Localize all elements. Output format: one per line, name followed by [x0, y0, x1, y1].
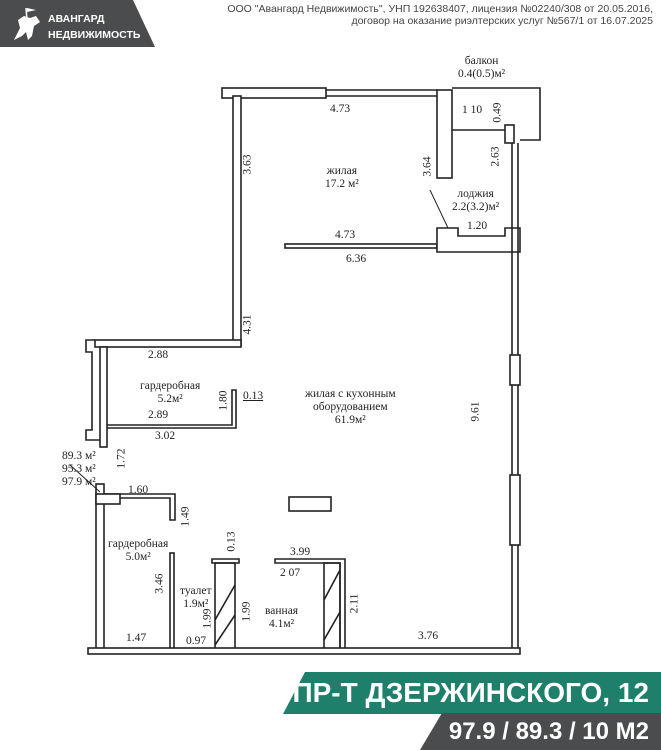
address-banner: ПР-Т ДЗЕРЖИНСКОГО, 12 [283, 672, 661, 714]
total-area: 95.3 м² [62, 463, 96, 475]
room-name: гардеробная [108, 538, 169, 550]
room-name: лоджия [457, 188, 494, 200]
lower-left-wall [95, 483, 105, 650]
dimension-label: 2.88 [148, 349, 169, 361]
dimension-label: 2.11 [348, 593, 361, 614]
room-name: оборудованием [312, 401, 388, 413]
dimension-label: 4.73 [330, 103, 351, 115]
dimension-label: 3.76 [418, 630, 439, 642]
loggia-leader-line [429, 189, 449, 229]
room-name: туалет [180, 585, 212, 597]
dimension-label: 2 07 [280, 567, 301, 579]
room-area: 5.0м² [125, 551, 151, 563]
dimension-label: 1.80 [217, 390, 230, 411]
dimension-label: 1.60 [128, 484, 149, 496]
toilet-cabinet-hatch [214, 584, 236, 646]
stove [288, 496, 332, 512]
room-area: 2.2(3.2)м² [452, 201, 500, 213]
dimension-label: 9.61 [469, 401, 482, 422]
room-area: 4.1м² [268, 618, 295, 630]
brand-line-2: НЕДВИЖИМОСТЬ [48, 29, 141, 41]
dimension-label: 1.49 [179, 506, 192, 527]
dimension-label: 1.99 [240, 601, 253, 622]
dimension-label: 3.46 [153, 573, 166, 594]
dimension-label: 2.63 [489, 146, 502, 167]
legal-info: ООО "Авангард Недвижимость", УНП 1926384… [173, 3, 653, 27]
dimension-label: 1 10 [462, 104, 483, 116]
balcony-post [504, 124, 515, 144]
room-area: 61.9м² [334, 414, 366, 426]
living-room-left-wall [232, 95, 242, 347]
toilet-cabinet [214, 562, 236, 650]
dimension-label: 4.31 [241, 314, 254, 335]
wardrobe-window [85, 339, 100, 441]
dimension-label: 6.36 [346, 253, 367, 265]
dimension-label: 3.63 [241, 154, 254, 175]
room-area: 1.9м² [183, 598, 209, 610]
room-name: ванная [265, 605, 299, 617]
lower-wardrobe-partition [104, 493, 176, 521]
balcony-outline [452, 87, 541, 141]
room-area: 5.2м² [157, 393, 183, 405]
dimension-label: 2.89 [148, 409, 169, 421]
dimension-label: 0.97 [186, 635, 207, 647]
room-area: 0.4(0.5)м² [458, 68, 506, 80]
right-wall-pier [509, 474, 521, 546]
right-wall-pier [509, 354, 521, 386]
wardrobe-partition [107, 389, 237, 429]
dimension-label: 3.64 [421, 156, 434, 177]
living-room-partition [284, 243, 438, 249]
dimension-label: 0.13 [225, 531, 238, 552]
legal-line-1: ООО "Авангард Недвижимость", УНП 1926384… [227, 3, 653, 15]
column [436, 89, 453, 179]
knight-logo-icon [14, 7, 40, 40]
address-text: ПР-Т ДЗЕРЖИНСКОГО, 12 [292, 677, 649, 708]
toilet-top-wall [211, 558, 240, 564]
brand-name: АВАНГАРД НЕДВИЖИМОСТЬ [48, 13, 140, 41]
dimension-label: 1.20 [467, 220, 488, 232]
room-name: жилая с кухонным [305, 388, 396, 400]
room-area: 17.2 м² [325, 178, 359, 190]
brand-line-1: АВАНГАРД [48, 13, 105, 25]
step-wall [94, 339, 242, 348]
bathroom-cabinet-hatch [323, 569, 341, 641]
totals-leader-line [69, 464, 101, 493]
room-name: жилая [326, 165, 357, 177]
total-area: 89.3 м² [62, 450, 96, 462]
room-name: балкон [464, 55, 499, 67]
legal-line-2: договор на оказание риэлтерских услуг №5… [351, 15, 653, 27]
lower-wardrobe-wall [169, 552, 175, 650]
top-wall [221, 87, 327, 99]
dimension-label: 3.02 [155, 430, 176, 442]
loggia-wall [436, 227, 521, 253]
dimension-label: 1.99 [201, 608, 214, 629]
area-text: 97.9 / 89.3 / 10 М2 [448, 718, 649, 745]
total-area: 97.9 м² [62, 476, 96, 488]
room-name: гардеробная [140, 380, 201, 392]
lower-wardrobe-post [95, 493, 121, 505]
dimension-label: 4.73 [335, 229, 356, 241]
wardrobe-outer-wall [99, 346, 108, 448]
dimension-label: 1.72 [115, 448, 128, 469]
dimension-label: 0.49 [491, 102, 504, 123]
area-banner: 97.9 / 89.3 / 10 М2 [420, 713, 661, 750]
dimension-label: 0.13 [243, 390, 264, 402]
dimension-label: 3.99 [290, 546, 311, 558]
dimension-label: 1.47 [126, 632, 147, 644]
bottom-wall [87, 647, 521, 655]
